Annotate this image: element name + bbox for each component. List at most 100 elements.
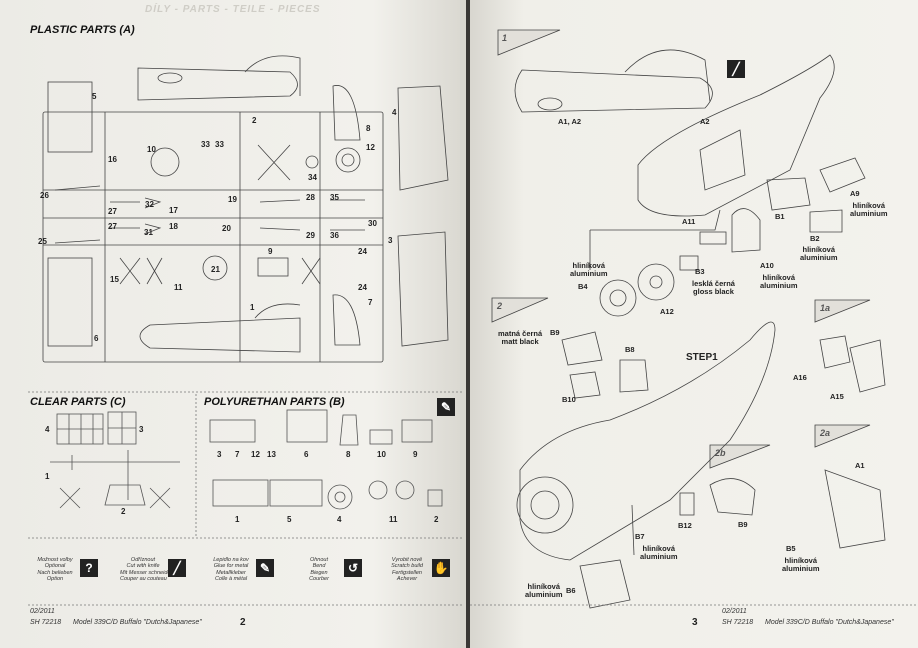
label-a15: A15 xyxy=(830,392,844,401)
plastic-num-p32: 32 xyxy=(145,200,154,209)
plastic-num-p12: 12 xyxy=(366,143,375,152)
plastic-num-p26: 26 xyxy=(40,191,49,200)
part-b12 xyxy=(679,492,695,516)
clear-parts-title: CLEAR PARTS (C) xyxy=(30,396,126,408)
part-a1-b5 xyxy=(824,469,886,549)
poly-num-b12: 12 xyxy=(251,450,260,459)
plastic-num-p19: 19 xyxy=(228,195,237,204)
part-b7 xyxy=(631,504,635,556)
label-b2: B2 xyxy=(810,234,820,243)
part-a16 xyxy=(819,335,851,369)
poly-num-b11: 11 xyxy=(389,515,398,524)
step-1a-tag xyxy=(814,299,871,323)
label-b5m: hliníková aluminium xyxy=(782,556,820,574)
label-a10: A10 xyxy=(760,261,774,270)
poly-num-b9: 9 xyxy=(413,450,418,459)
plastic-num-p5: 5 xyxy=(92,92,97,101)
poly-num-b3: 3 xyxy=(217,450,222,459)
footer-code-right: SH 72218 xyxy=(722,619,754,626)
plastic-num-p33a: 33 xyxy=(201,140,210,149)
footer-date-left: 02/2011 xyxy=(30,608,55,615)
poly-num-b5: 5 xyxy=(287,515,292,524)
legend-icon-3: ↺ xyxy=(344,559,362,577)
legend-icon-2: ✎ xyxy=(256,559,274,577)
plastic-num-p2: 2 xyxy=(252,116,257,125)
step-2b-number: 2b xyxy=(715,448,726,458)
fuselage-side-view xyxy=(514,69,713,113)
plastic-num-p31: 31 xyxy=(144,228,153,237)
poly-num-b6: 6 xyxy=(304,450,309,459)
step-2-tag xyxy=(491,297,549,323)
label-b3: B3 xyxy=(695,267,705,276)
plastic-num-p34: 34 xyxy=(308,173,317,182)
label-b9b: B9 xyxy=(738,520,748,529)
legend-icon-1: ╱ xyxy=(168,559,186,577)
assembly-drawings xyxy=(470,29,918,609)
plastic-num-p8: 8 xyxy=(366,124,371,133)
plastic-parts-title: PLASTIC PARTS (A) xyxy=(30,24,135,36)
wing-upper-part xyxy=(397,85,449,191)
label-b8: B8 xyxy=(625,345,635,354)
plastic-num-p18: 18 xyxy=(169,222,178,231)
clear-num-c3: 3 xyxy=(139,425,144,434)
label-b6: B6 xyxy=(566,586,576,595)
plastic-num-p9: 9 xyxy=(268,247,273,256)
plastic-num-p24a: 24 xyxy=(358,247,367,256)
page-number-left: 2 xyxy=(240,617,246,628)
footer-title-right: Model 339C/D Buffalo "Dutch&Japanese" xyxy=(765,619,894,626)
plastic-num-p4: 4 xyxy=(392,108,397,117)
poly-num-b7: 7 xyxy=(235,450,240,459)
label-b3m: lesklá černá gloss black xyxy=(692,279,735,297)
engine-b4 xyxy=(599,279,637,317)
step1-title: STEP1 xyxy=(686,352,718,363)
label-a9: A9 xyxy=(850,189,860,198)
plastic-num-p24b: 24 xyxy=(358,283,367,292)
legend-icon-4: ✋ xyxy=(432,559,450,577)
plastic-num-p6: 6 xyxy=(94,334,99,343)
label-matt: matná černá matt black xyxy=(498,329,543,347)
footer-code-left: SH 72218 xyxy=(30,619,62,626)
label-b9a: B9 xyxy=(550,328,560,337)
plastic-num-p28: 28 xyxy=(306,193,315,202)
label-a1a2: A1, A2 xyxy=(558,117,582,126)
poly-num-b4: 4 xyxy=(337,515,342,524)
part-a12 xyxy=(637,263,675,301)
label-b7m: hliníková aluminium xyxy=(640,544,678,562)
part-b10 xyxy=(569,371,601,399)
clear-num-c1: 1 xyxy=(45,472,50,481)
fuselage-assembly xyxy=(519,321,776,561)
plastic-num-p20: 20 xyxy=(222,224,231,233)
clear-num-c4: 4 xyxy=(45,425,50,434)
part-b8 xyxy=(619,359,649,393)
fuselage-bottom-part xyxy=(139,317,301,353)
clear-num-c2: 2 xyxy=(121,507,126,516)
wing-lower-part xyxy=(397,231,449,347)
label-b4: B4 xyxy=(578,282,588,291)
plastic-num-p30: 30 xyxy=(368,219,377,228)
legend-text-0: Možnost volby Optional Nach belieben Opt… xyxy=(37,557,73,582)
plastic-num-p3: 3 xyxy=(388,236,393,245)
sprue-drawings xyxy=(28,55,462,606)
label-b2m: hliníková aluminium xyxy=(800,245,838,263)
part-b2 xyxy=(809,209,843,233)
plastic-num-p10: 10 xyxy=(147,145,156,154)
polyurethan-parts-title: POLYURETHAN PARTS (B) xyxy=(204,396,345,408)
part-a9 xyxy=(819,157,866,193)
step-2b-tag xyxy=(709,444,771,469)
legend-text-2: Lepidlo na kov Glue for metal Metallkleb… xyxy=(213,557,249,582)
plastic-num-p21: 21 xyxy=(211,265,220,274)
page-number-right: 3 xyxy=(692,617,698,628)
footer-title-left: Model 339C/D Buffalo "Dutch&Japanese" xyxy=(73,619,202,626)
label-b4m: hliníková aluminium xyxy=(570,261,608,279)
cut-knife-icon: ╱ xyxy=(727,60,745,78)
poly-num-b1: 1 xyxy=(235,515,240,524)
optional-icon: ✎ xyxy=(437,398,455,416)
step-2a-number: 2a xyxy=(820,428,831,438)
left-page: DÍLY - PARTS - TEILE - PIECES PLASTIC PA… xyxy=(0,0,466,648)
part-a15 xyxy=(849,339,886,393)
fuselage-top-part xyxy=(137,67,298,101)
label-a12: A12 xyxy=(660,307,674,316)
legend-text-4: Vyrobit nově Scratch build Fertigstellen… xyxy=(391,557,423,582)
plastic-num-p29: 29 xyxy=(306,231,315,240)
